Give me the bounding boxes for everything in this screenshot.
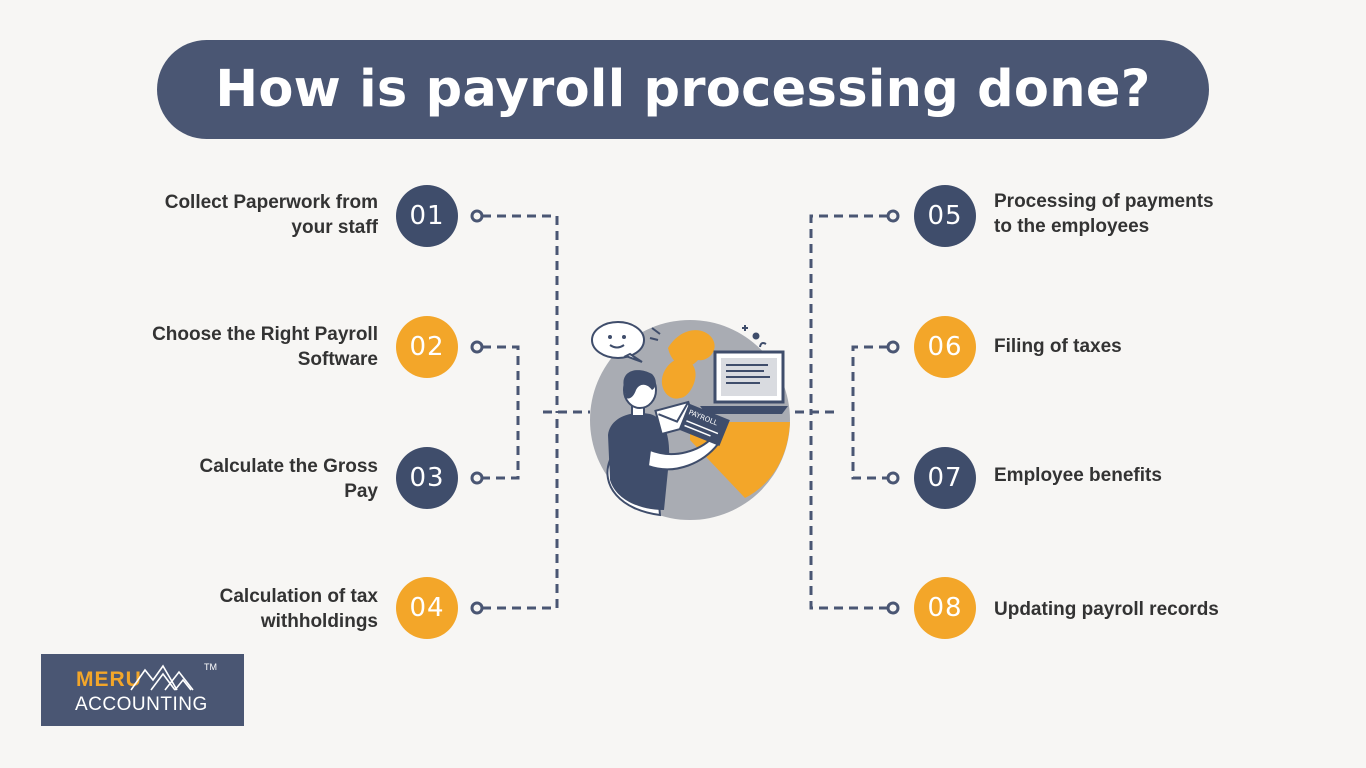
label-line: Pay bbox=[344, 481, 378, 502]
sparkle-icon bbox=[649, 325, 767, 348]
step-number: 02 bbox=[409, 332, 445, 362]
label-line: Processing of payments bbox=[994, 191, 1214, 212]
connector-06 bbox=[851, 345, 888, 480]
connector-04 bbox=[482, 412, 559, 610]
step-number: 03 bbox=[409, 463, 445, 493]
step-circle-05: 05 bbox=[914, 185, 976, 247]
step-label-06: Filing of taxes bbox=[994, 334, 1122, 359]
step-circle-03: 03 bbox=[396, 447, 458, 509]
step-label-02: Choose the Right Payroll Software bbox=[152, 322, 378, 372]
label-line: Collect Paperwork from bbox=[164, 192, 378, 213]
step-label-07: Employee benefits bbox=[994, 463, 1162, 488]
step-circle-01: 01 bbox=[396, 185, 458, 247]
label-line: Updating payroll records bbox=[994, 599, 1219, 620]
payroll-card: PAYROLL bbox=[678, 403, 730, 447]
logo-subtitle-text: ACCOUNTING bbox=[75, 694, 208, 715]
connector-02 bbox=[482, 345, 520, 480]
step-label-01: Collect Paperwork from your staff bbox=[165, 190, 378, 240]
meru-accounting-logo: MERU TM ACCOUNTING bbox=[41, 654, 244, 726]
step-circle-06: 06 bbox=[914, 316, 976, 378]
step-circle-02: 02 bbox=[396, 316, 458, 378]
step-number: 06 bbox=[927, 332, 963, 362]
node-dot-08 bbox=[886, 601, 900, 615]
title-banner: How is payroll processing done? bbox=[157, 40, 1209, 139]
leaf-shape bbox=[668, 330, 715, 367]
step-label-04: Calculation of tax withholdings bbox=[220, 584, 378, 634]
step-number: 04 bbox=[409, 593, 445, 623]
label-line: withholdings bbox=[260, 611, 378, 632]
laptop-icon bbox=[700, 350, 788, 414]
node-dot-03 bbox=[470, 471, 484, 485]
label-line: Employee benefits bbox=[994, 465, 1162, 486]
label-line: your staff bbox=[291, 217, 378, 238]
connector-05 bbox=[809, 214, 888, 412]
step-number: 07 bbox=[927, 463, 963, 493]
node-dot-07 bbox=[886, 471, 900, 485]
leaf-shape bbox=[661, 358, 696, 399]
step-circle-04: 04 bbox=[396, 577, 458, 639]
label-line: Calculation of tax bbox=[219, 586, 378, 607]
step-number: 08 bbox=[927, 593, 963, 623]
mountain-icon bbox=[130, 664, 194, 691]
step-label-08: Updating payroll records bbox=[994, 597, 1219, 622]
connector-01 bbox=[482, 214, 559, 412]
node-dot-02 bbox=[470, 340, 484, 354]
label-line: Filing of taxes bbox=[994, 336, 1122, 357]
logo-brand-text: MERU bbox=[76, 668, 142, 691]
step-circle-07: 07 bbox=[914, 447, 976, 509]
person-body bbox=[608, 412, 670, 510]
step-number: 05 bbox=[927, 201, 963, 231]
page-title: How is payroll processing done? bbox=[215, 60, 1151, 119]
speech-bubble-icon bbox=[591, 321, 645, 363]
trademark-mark: TM bbox=[204, 662, 217, 672]
step-label-03: Calculate the Gross Pay bbox=[200, 454, 378, 504]
connector-08 bbox=[809, 412, 888, 610]
node-dot-06 bbox=[886, 340, 900, 354]
step-circle-08: 08 bbox=[914, 577, 976, 639]
label-line: Software bbox=[297, 349, 378, 370]
label-line: to the employees bbox=[994, 216, 1150, 237]
payroll-illustration: PAYROLL bbox=[590, 320, 790, 520]
step-label-05: Processing of payments to the employees bbox=[994, 189, 1214, 239]
label-line: Choose the Right Payroll bbox=[152, 324, 378, 345]
step-number: 01 bbox=[409, 201, 445, 231]
person-hair bbox=[623, 370, 656, 399]
label-line: Calculate the Gross bbox=[199, 456, 378, 477]
node-dot-04 bbox=[470, 601, 484, 615]
node-dot-05 bbox=[886, 209, 900, 223]
node-dot-01 bbox=[470, 209, 484, 223]
